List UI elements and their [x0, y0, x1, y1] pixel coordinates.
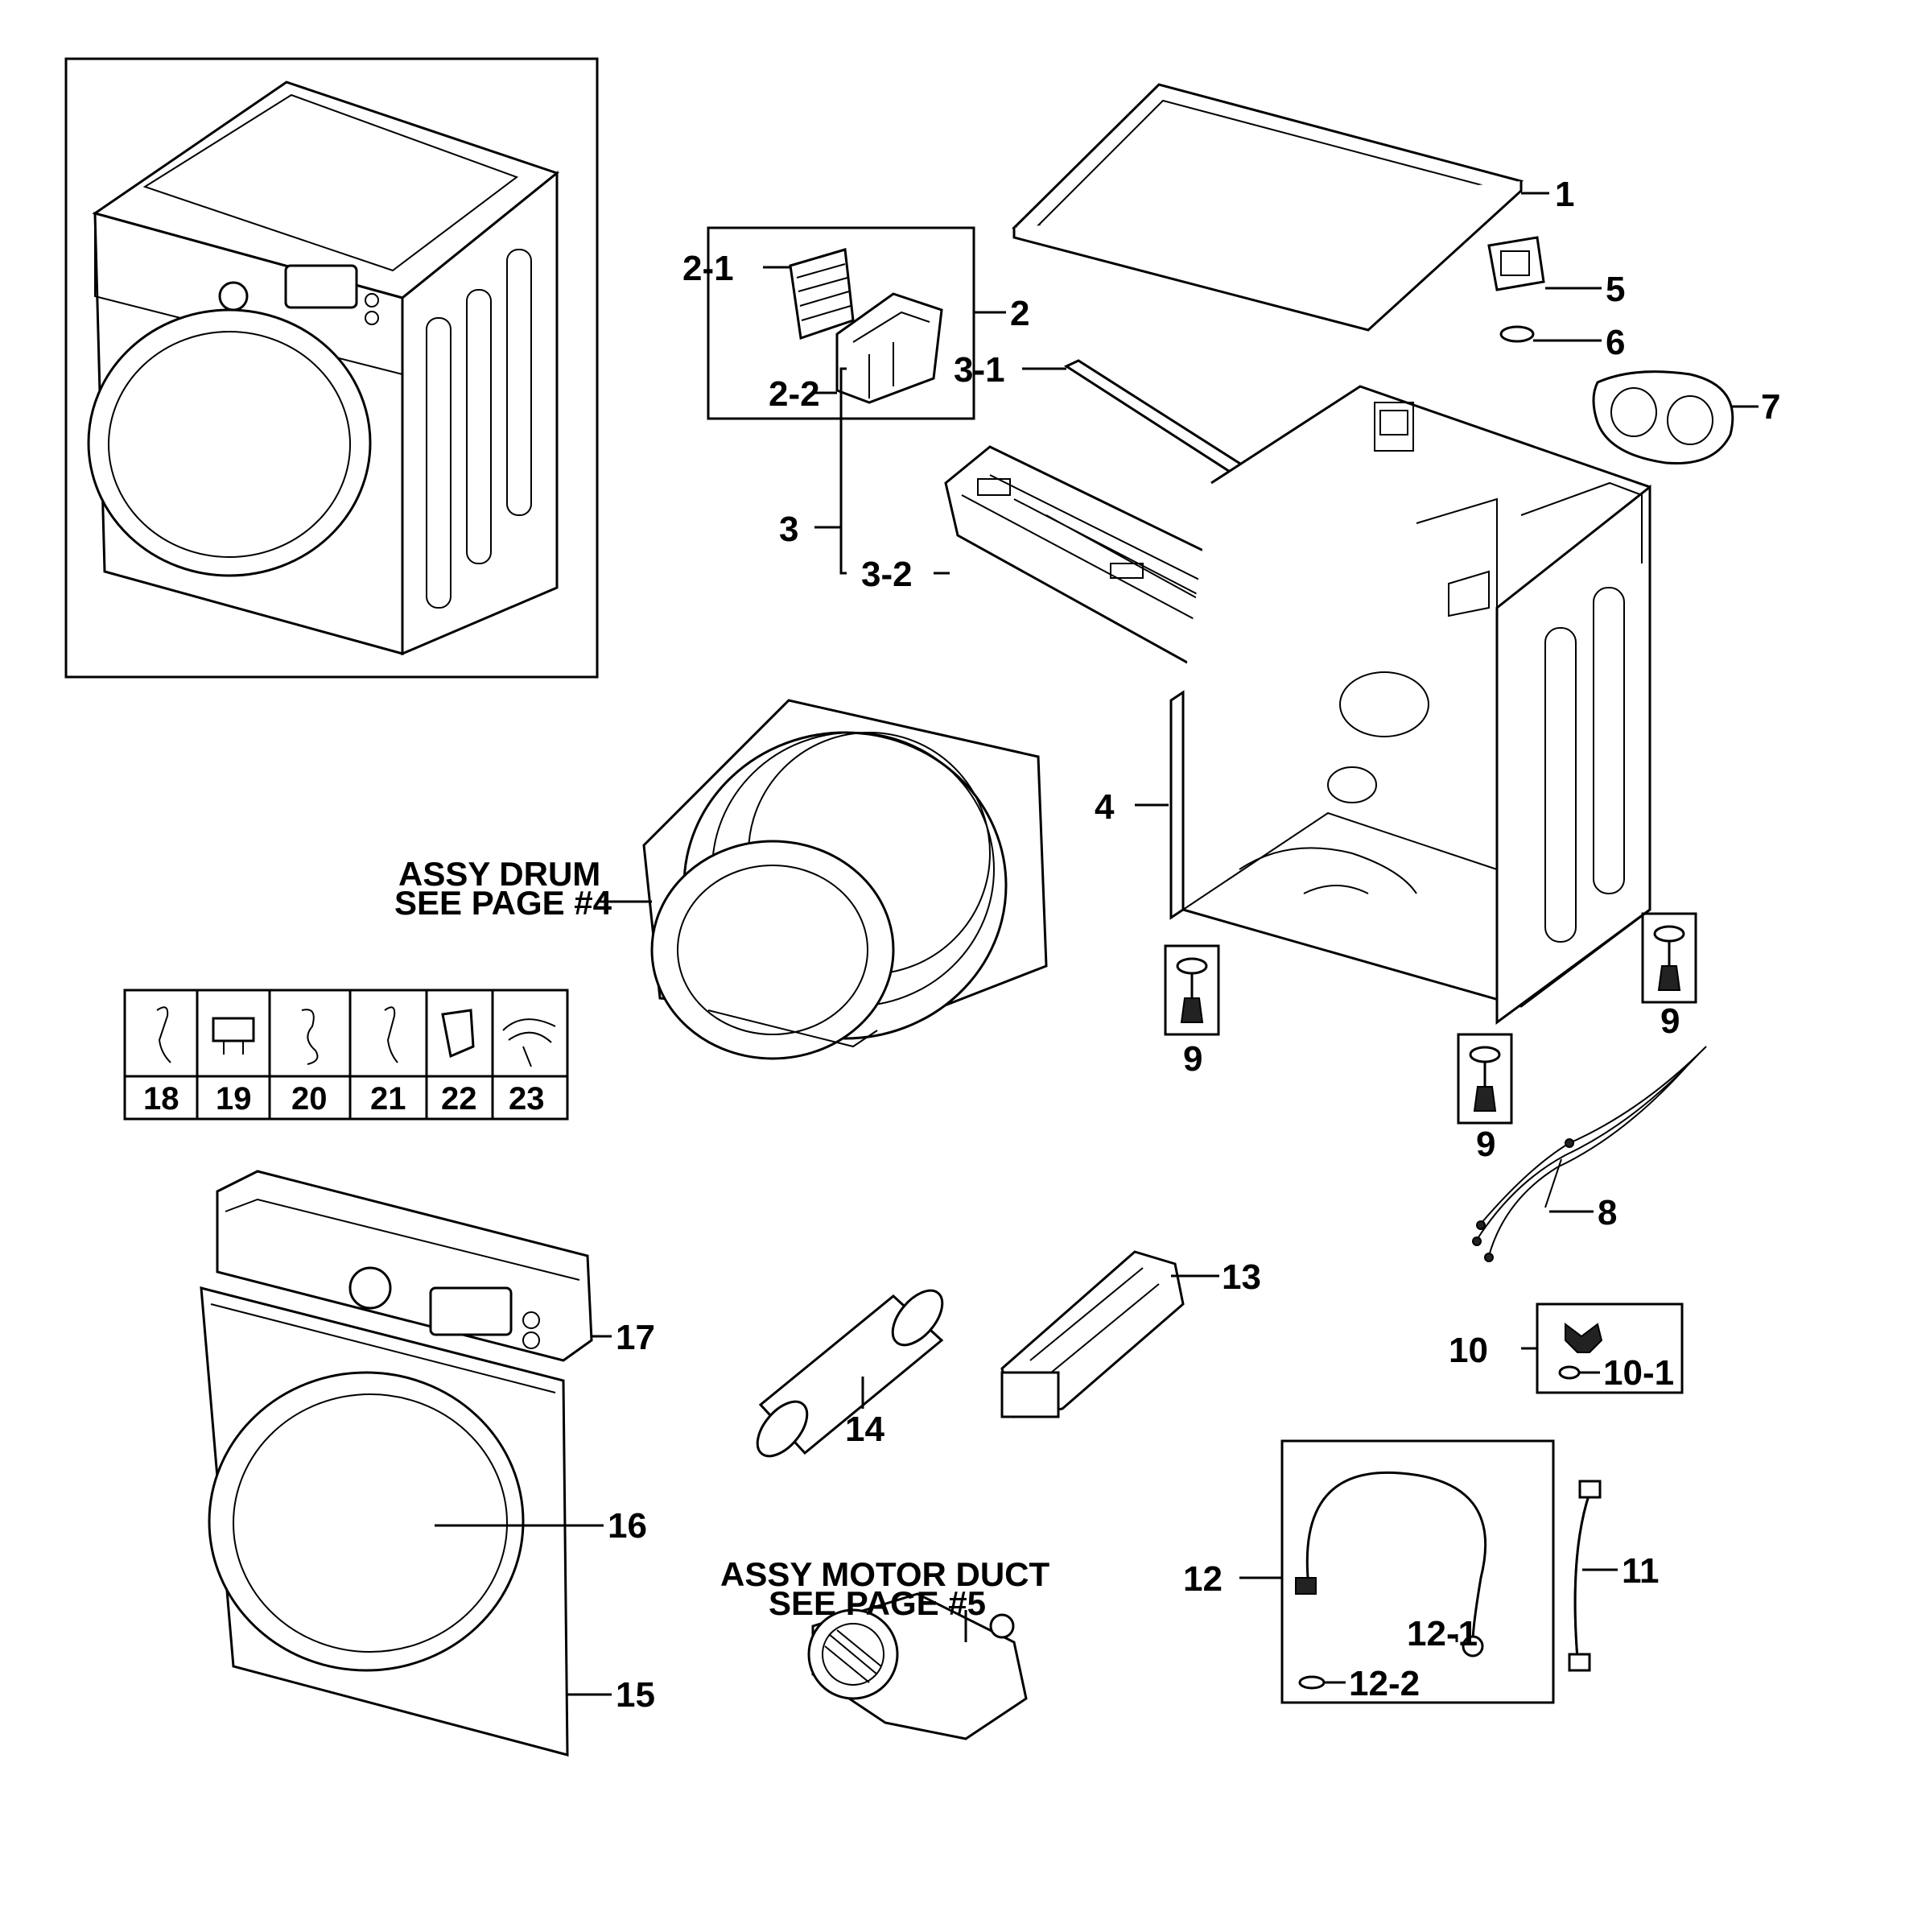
part-2-group: 2-1 2-2 2 — [682, 226, 1029, 420]
label-22: 22 — [441, 1081, 477, 1117]
label-12-1: 12-1 — [1407, 1614, 1478, 1653]
part-9-foot-left: 9 — [1164, 944, 1220, 1079]
label-18: 18 — [143, 1081, 179, 1117]
label-10: 10 — [1449, 1331, 1488, 1370]
part-12-group: 12 12-1 12-2 — [1183, 1439, 1555, 1704]
label-10-1: 10-1 — [1603, 1353, 1674, 1393]
label-16: 16 — [608, 1506, 647, 1546]
part-4-cabinet: 4 — [1095, 385, 1651, 1025]
label-2: 2 — [1010, 294, 1029, 333]
small-parts-table: 18 19 20 21 22 23 — [123, 989, 569, 1121]
part-16-door: 16 — [208, 1371, 647, 1672]
label-9-middle: 9 — [1476, 1125, 1495, 1164]
part-5-bracket: 5 — [1487, 236, 1625, 309]
label-20: 20 — [291, 1081, 328, 1117]
part-11-hose: 11 — [1568, 1480, 1660, 1672]
label-9-left: 9 — [1183, 1039, 1202, 1079]
label-6: 6 — [1606, 323, 1625, 362]
label-8: 8 — [1598, 1193, 1617, 1232]
label-3-1: 3-1 — [954, 350, 1005, 390]
label-12: 12 — [1183, 1559, 1223, 1599]
label-3-2: 3-2 — [861, 555, 913, 594]
motor-duct-assembly: ASSY MOTOR DUCT SEE PAGE #5 — [720, 1555, 1049, 1740]
part-13-heater: 13 — [1000, 1250, 1261, 1418]
label-15: 15 — [616, 1675, 655, 1715]
label-3: 3 — [779, 510, 798, 549]
label-9-right: 9 — [1660, 1001, 1680, 1041]
note-motor-line2: SEE PAGE #5 — [769, 1584, 986, 1622]
part-7-vent-cover: 7 — [1592, 370, 1780, 465]
label-17: 17 — [616, 1318, 655, 1357]
label-19: 19 — [216, 1081, 252, 1117]
label-23: 23 — [509, 1081, 545, 1117]
overview-dryer-illustration — [64, 57, 599, 679]
label-21: 21 — [370, 1081, 406, 1117]
label-13: 13 — [1222, 1257, 1261, 1297]
part-6-gasket: 6 — [1499, 323, 1625, 362]
part-9-foot-right: 9 — [1641, 912, 1697, 1041]
part-14-duct-tube: 14 — [756, 1289, 944, 1458]
label-1: 1 — [1555, 175, 1574, 214]
note-motor-line1: ASSY MOTOR DUCT — [720, 1555, 1049, 1593]
part-1-top-cover: 1 — [1012, 83, 1574, 332]
part-8-wire-harness: 8 — [1472, 1046, 1707, 1262]
part-17-control-panel: 17 — [216, 1170, 655, 1362]
part-9-foot-middle: 9 — [1457, 1033, 1513, 1164]
label-14: 14 — [845, 1410, 884, 1449]
note-drum-line1: ASSY DRUM — [398, 855, 600, 893]
drum-assembly: ASSY DRUM SEE PAGE #4 — [394, 699, 1048, 1060]
part-10-group: 10 10-1 — [1449, 1302, 1684, 1394]
label-2-1: 2-1 — [682, 249, 734, 288]
label-12-2: 12-2 — [1349, 1664, 1420, 1703]
label-5: 5 — [1606, 270, 1625, 309]
label-11: 11 — [1622, 1551, 1660, 1591]
label-2-2: 2-2 — [769, 374, 820, 414]
note-drum-line2: SEE PAGE #4 — [394, 884, 612, 922]
label-4: 4 — [1095, 787, 1115, 827]
label-7: 7 — [1761, 387, 1780, 427]
